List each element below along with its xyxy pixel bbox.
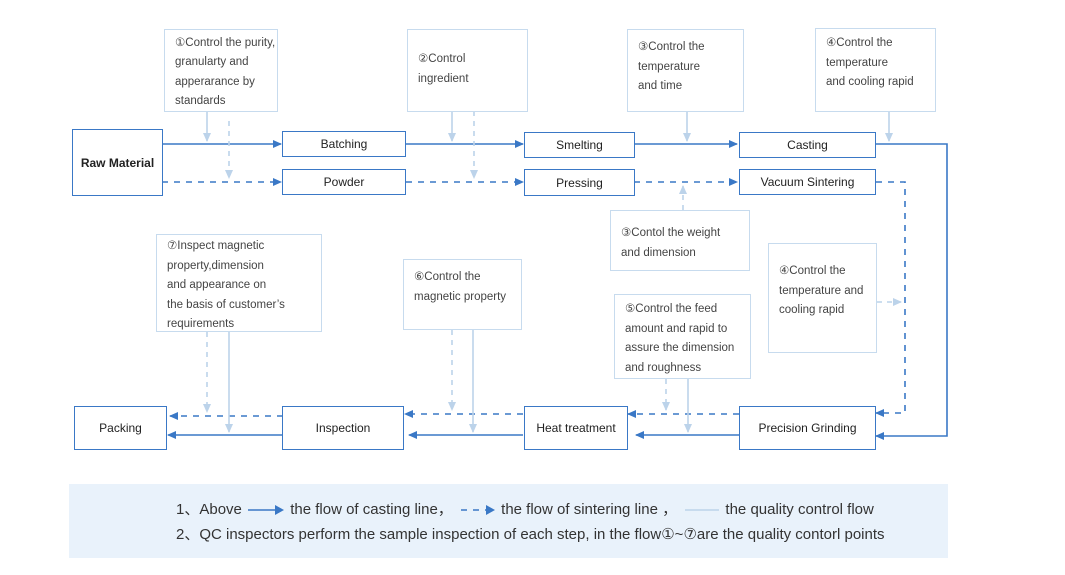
legend-qc-label: the quality control flow [725, 501, 874, 518]
qc-point-5-line: assure the dimension [625, 342, 735, 354]
qc-point-1-line: standards [175, 94, 226, 107]
qc-point-3-sintering-line: ③Contol the weight [621, 227, 721, 239]
node-packing: Packing [74, 406, 167, 450]
legend-row-2: 2、QC inspectors perform the sample inspe… [176, 526, 885, 543]
qc-point-1-line: granularty and [175, 56, 249, 69]
qc-point-2-line: ②Control [418, 53, 466, 65]
qc-point-7-line: ⑦Inspect magnetic [167, 240, 265, 252]
node-heat-treatment: Heat treatment [524, 406, 628, 450]
legend-casting-label: the flow of casting line， [290, 501, 453, 518]
qc-point-4-line: and cooling rapid [826, 76, 914, 88]
legend: 1、Above the flow of casting line， the fl… [69, 484, 948, 558]
qc-point-5: ⑤Control the feed amount and rapid to as… [614, 294, 751, 379]
qc-point-4-line: ④Control the [826, 37, 893, 49]
legend-sintering-label: the flow of sintering line ， [501, 501, 678, 518]
qc-point-6: ⑥Control the magnetic property [403, 259, 522, 330]
qc-point-6-line: magnetic property [414, 290, 507, 303]
qc-point-7-line: requirements [167, 318, 235, 330]
qc-point-4-sintering: ④Control the temperature and cooling rap… [768, 243, 877, 353]
qc-point-7: ⑦Inspect magnetic property,dimension and… [156, 234, 322, 332]
qc-point-4-sintering-line: temperature and [779, 284, 864, 297]
node-casting: Casting [739, 132, 876, 158]
sintering-line [162, 178, 906, 420]
qc-point-1-line: ①Control the purity, [175, 37, 276, 49]
qc-flow-solid [203, 111, 893, 433]
legend-prefix: 1、Above [176, 501, 242, 518]
qc-flow-dashed [203, 111, 902, 413]
node-pressing: Pressing [524, 169, 635, 196]
node-vacuum-sintering: Vacuum Sintering [739, 169, 876, 195]
qc-point-7-line: and appearance on [167, 279, 267, 291]
qc-point-1: ①Control the purity, granularty and appe… [164, 29, 278, 112]
qc-point-4: ④Control the temperature and cooling rap… [815, 28, 936, 112]
qc-point-5-line: amount and rapid to [625, 322, 728, 335]
qc-point-3-sintering-line: and dimension [621, 246, 696, 259]
qc-point-5-line: ⑤Control the feed [625, 303, 718, 315]
qc-point-2: ②Control ingredient [407, 29, 528, 112]
qc-point-3-line: and time [638, 80, 683, 92]
qc-point-2-line: ingredient [418, 72, 469, 85]
qc-point-3-sintering: ③Contol the weight and dimension [610, 210, 750, 271]
qc-point-7-line: property,dimension [167, 259, 264, 272]
node-raw-material: Raw Material [72, 129, 163, 196]
node-powder: Powder [282, 169, 406, 195]
qc-point-7-line: the basis of customer’s [167, 298, 285, 311]
qc-point-3-line: ③Control the [638, 41, 705, 53]
legend-qc-line-icon [685, 509, 720, 511]
casting-line [162, 140, 948, 440]
qc-point-3: ③Control the temperature and time [627, 29, 744, 112]
qc-point-4-sintering-line: ④Control the [779, 265, 846, 277]
qc-point-5-line: and roughness [625, 361, 702, 374]
qc-point-4-sintering-line: cooling rapid [779, 304, 845, 316]
legend-row-1: 1、Above the flow of casting line， the fl… [176, 498, 874, 519]
qc-point-3-line: temperature [638, 60, 701, 73]
legend-casting-line-icon [248, 505, 285, 516]
node-batching: Batching [282, 131, 406, 157]
qc-point-4-line: temperature [826, 56, 889, 69]
node-inspection: Inspection [282, 406, 404, 450]
node-precision-grinding: Precision Grinding [739, 406, 876, 450]
qc-point-6-line: ⑥Control the [414, 271, 481, 283]
legend-sintering-line-icon [460, 505, 495, 516]
node-smelting: Smelting [524, 132, 635, 158]
qc-point-1-line: apperarance by [175, 75, 255, 88]
